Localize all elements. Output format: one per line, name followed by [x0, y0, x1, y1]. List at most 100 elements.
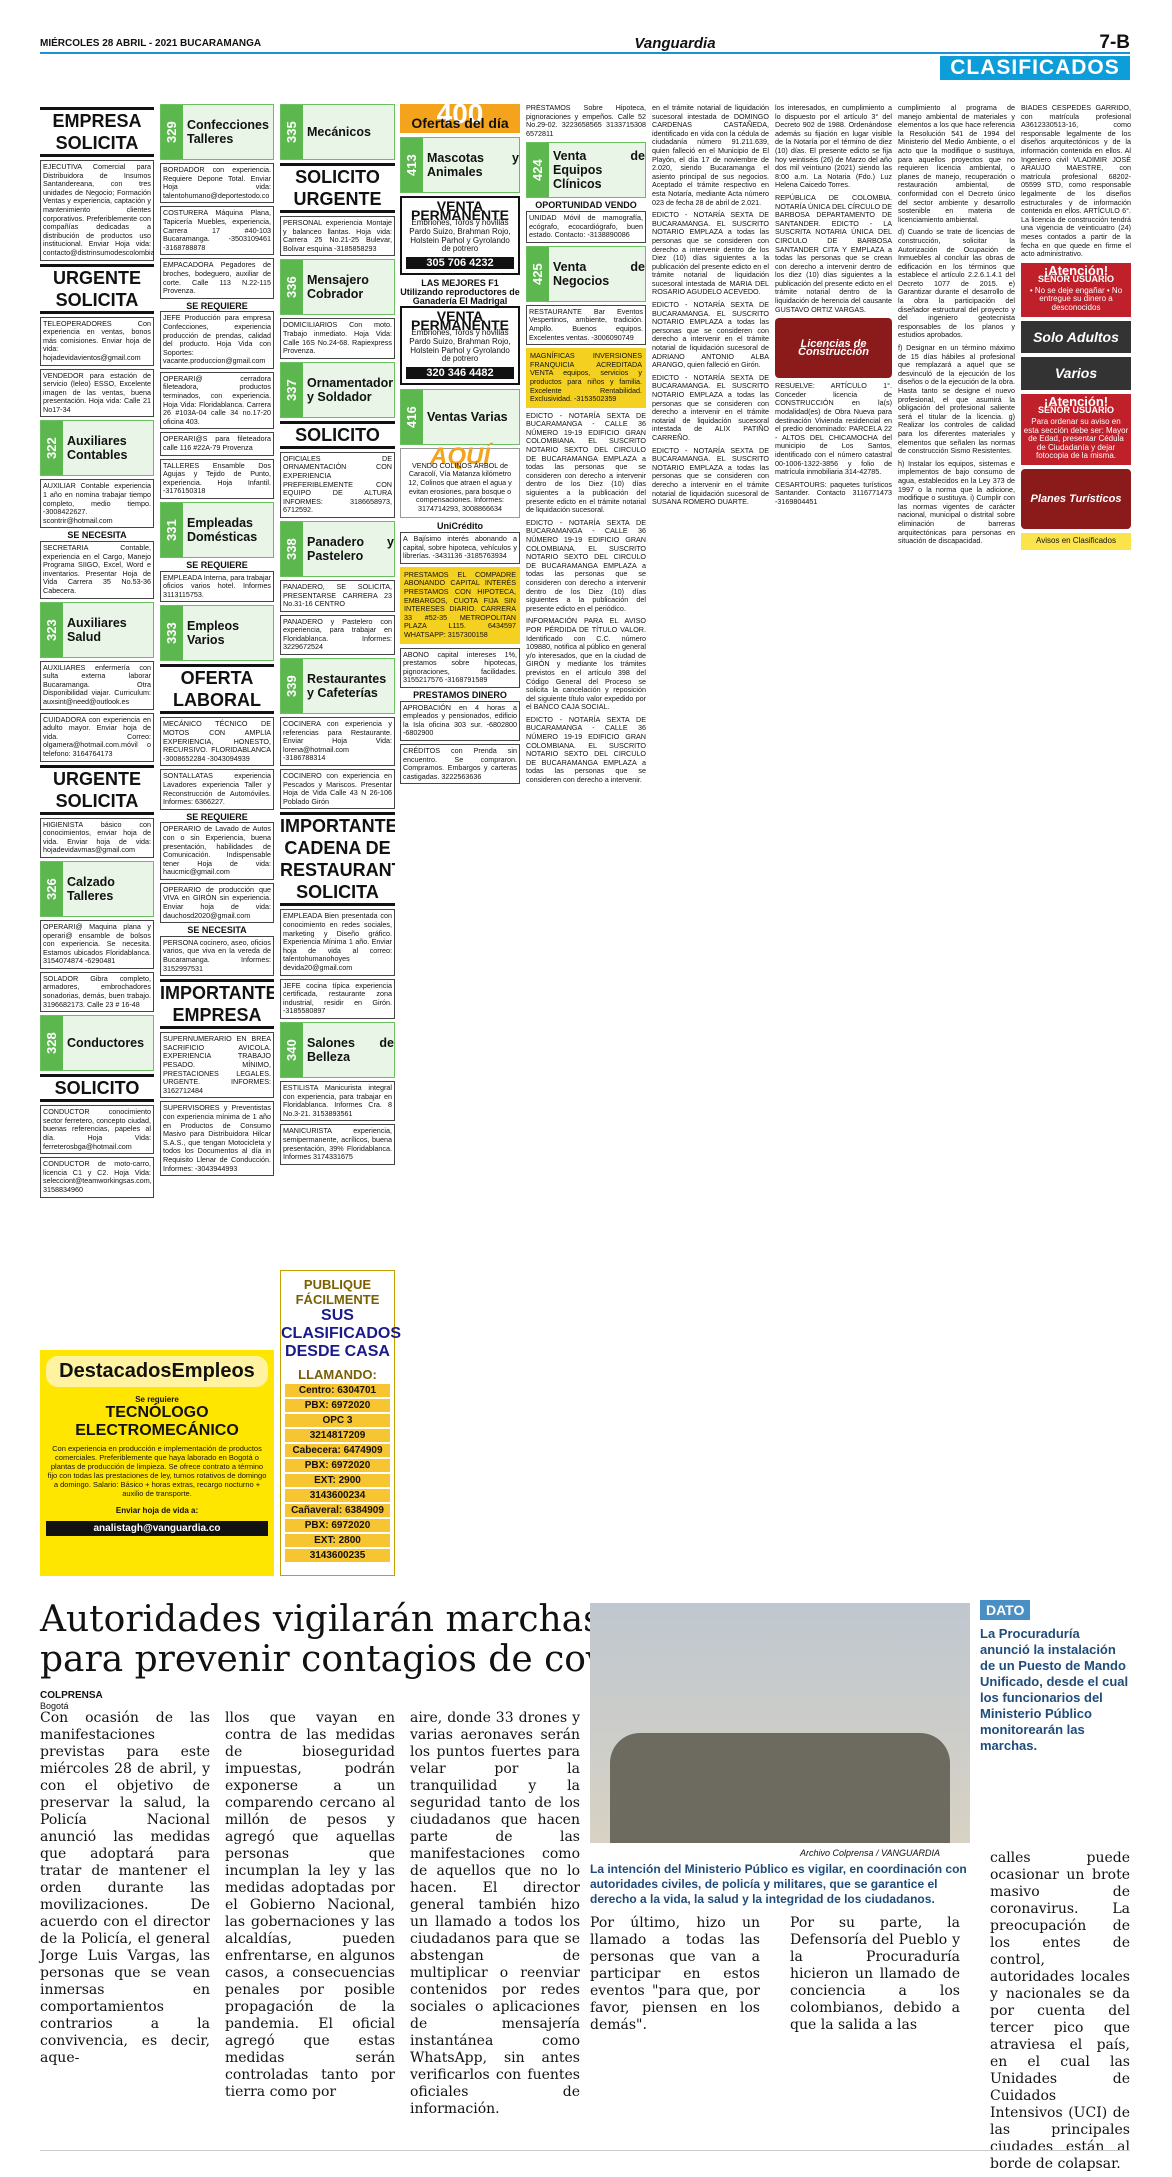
warning-message: • No se deje engañar • No entregue su di…	[1029, 285, 1123, 313]
classifieds-column-9: BIADES CESPEDES GARRIDO, con matrícula p…	[1021, 104, 1131, 1254]
category-label: Calzado Talleres	[67, 874, 115, 903]
publish-phone-line: PBX: 6972020	[285, 1459, 390, 1472]
classified-ad: COSTURERA Máquina Plana, Tapicería Muebl…	[160, 206, 274, 256]
category-label: Conductores	[67, 1036, 145, 1051]
ad-heading: SE NECESITA	[187, 925, 247, 936]
ad-heading: SE REQUIERE	[186, 300, 248, 311]
section-banner: Varios	[1021, 357, 1131, 390]
livestock-title: VENTA PERMANENTE	[410, 308, 509, 333]
classified-ad: OPERARIO de producción que VIVA en GIRÓN…	[160, 882, 274, 924]
category-label: Ventas Varias	[427, 410, 508, 425]
warning-box: ¡Atención!SEÑOR USUARIO• No se deje enga…	[1021, 262, 1131, 317]
article-place: Bogotá	[40, 1701, 69, 1711]
category-label: Salones de Belleza	[307, 1035, 394, 1064]
category-number: 338	[281, 521, 303, 576]
legal-notice: REPÚBLICA DE COLOMBIA. NOTARÍA ÚNICA DEL…	[775, 192, 892, 314]
classifieds-column-5: PRÉSTAMOS Sobre Hipoteca, pignoraciones …	[526, 104, 646, 1254]
section-logo: Licencias de Construcción	[775, 318, 892, 379]
publish-phone-line: Cañaveral: 6384909	[285, 1504, 390, 1517]
ad-heading: OPORTUNIDAD VENDO	[535, 200, 637, 211]
publish-title: PUBLIQUE FÁCILMENTE	[295, 1277, 380, 1307]
publish-call-label: LLAMANDO:	[298, 1367, 377, 1382]
category-number: 328	[41, 1016, 63, 1071]
warning-title: ¡Atención!	[1043, 393, 1109, 409]
featured-job-description: Con experiencia en producción e implemen…	[47, 1444, 267, 1498]
ad-heading: SE NECESITA	[67, 530, 127, 541]
classified-ad: ABONO capital intereses 1%, prestamos so…	[400, 647, 520, 688]
section-logo: Planes Turísticos	[1021, 469, 1131, 529]
legal-notice: EDICTO - NOTARÍA SEXTA DE BUCARAMANGA - …	[526, 714, 646, 785]
classified-ad: CONDUCTOR de moto-carro, licencia C1 y C…	[40, 1157, 154, 1198]
ad-heading: LAS MEJORES F1 Utilizando reproductores …	[400, 278, 520, 306]
classified-ad: DOMICILIARIOS Con moto. Trabajo inmediat…	[280, 318, 395, 359]
legal-notice: los interesados, en cumplimiento a lo di…	[775, 104, 892, 190]
ad-tag: SOLICITO	[280, 420, 395, 449]
category-number: 323	[41, 602, 63, 657]
edition-date: MIÉRCOLES 28 ABRIL - 2021 BUCARAMANGA	[40, 37, 262, 49]
legal-notice: d) Cuando se trate de licencias de const…	[898, 227, 1015, 340]
ad-tag: SOLICITO	[40, 1074, 154, 1103]
article-headline: Autoridades vigilarán marchas para preve…	[40, 1599, 641, 1680]
featured-jobs-title: DestacadosEmpleos	[46, 1356, 268, 1387]
classified-ad: BORDADOR con experiencia. Requiere Depon…	[160, 163, 274, 204]
publish-phone-line: 3214817209	[285, 1429, 390, 1442]
classified-ad: AUXILIAR Contable experiencia 1 año en n…	[40, 479, 154, 529]
featured-job-send-label: Enviar hoja de vida a:	[115, 1506, 199, 1515]
legal-notice: INFORMACIÓN PARA EL AVISO POR PÉRDIDA DE…	[526, 616, 646, 712]
ad-heading: SE REQUIERE	[186, 811, 248, 822]
publish-phone-line: PBX: 6972020	[285, 1519, 390, 1532]
featured-job-email[interactable]: analistagh@vanguardia.co	[46, 1521, 268, 1536]
legal-notice: EDICTO - NOTARÍA SEXTA DE BUCARAMANGA. E…	[652, 300, 769, 370]
classified-ad: EMPLEADA Interna, para trabajar oficios …	[160, 570, 274, 603]
classified-ad: ESTILISTA Manicurista integral con exper…	[280, 1080, 395, 1122]
classified-ad: EMPACADORA Pegadores de broches, bodegue…	[160, 258, 274, 299]
legal-notice: CESARTOURS: paquetes turísticos Santande…	[775, 479, 892, 506]
warning-subtitle: SEÑOR USUARIO	[1037, 405, 1114, 416]
publish-phone-line: EXT: 2800	[285, 1534, 390, 1547]
highlight-ad: MAGNÍFICAS INVERSIONES FRANQUICIA ACREDI…	[526, 348, 646, 408]
masthead-logo: Vanguardia	[634, 34, 716, 52]
article-byline: COLPRENSA Bogotá	[40, 1690, 180, 1711]
classified-ad: OPERARIO de Lavado de Autos con o sin Ex…	[160, 822, 274, 880]
legal-notice: en el trámite notarial de liquidación su…	[652, 104, 769, 207]
category-label: Venta de Equipos Clínicos	[553, 149, 645, 192]
publish-ad-box: PUBLIQUE FÁCILMENTE SUS CLASIFICADOS DES…	[280, 1270, 401, 1576]
classified-ad: COCINERA con experiencia y referencias p…	[280, 717, 395, 767]
ad-tag: IMPORTANTE CADENA DE RESTAURANTES SOLICI…	[280, 812, 395, 907]
classifieds-column-8: cumplimiento al programa de manejo ambie…	[898, 104, 1015, 1254]
classified-ad: EMPLEADA Bien presentada con conocimient…	[280, 909, 395, 976]
classified-ad: CUIDADORA con experiencia en adulto mayo…	[40, 712, 154, 762]
classified-ad: SOLADOR Gibra completo, armadores, embro…	[40, 971, 154, 1013]
publish-phone-line: OPC 3	[285, 1414, 390, 1427]
livestock-title: VENTA PERMANENTE	[410, 198, 509, 223]
featured-job-ad: DestacadosEmpleos Se requiere TECNÓLOGO …	[40, 1350, 274, 1576]
classified-ad: OPERARI@S para fileteadora calle 116 #22…	[160, 432, 274, 456]
category-label: Auxiliares Contables	[67, 434, 128, 463]
section-banner: Solo Adultos	[1021, 320, 1131, 354]
category-label: Empleos Varios	[187, 619, 240, 648]
ad-tag: EMPRESA SOLICITA	[40, 107, 154, 157]
legal-notice: h) Instalar los equipos, sistemas e impl…	[898, 458, 1015, 546]
classified-ad: PERSONA cocinero, aseo, oficios varios, …	[160, 935, 274, 977]
classified-ad: CONDUCTOR conocimiento sector ferretero,…	[40, 1105, 154, 1155]
fact-box-text: La Procuraduría anunció la instalación d…	[980, 1626, 1129, 1753]
classified-ad: VENDEDOR para estación de servicio (lele…	[40, 368, 154, 418]
